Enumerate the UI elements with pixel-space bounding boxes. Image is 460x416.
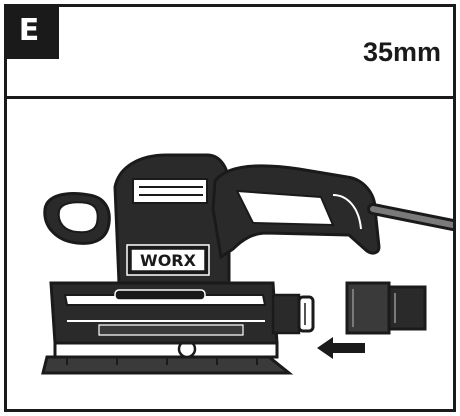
- step-label: E: [18, 13, 40, 48]
- step-badge: E: [7, 7, 59, 59]
- arrow-left-icon: [317, 337, 365, 359]
- dust-port: [271, 293, 315, 335]
- dust-adapter-icon: [345, 281, 427, 335]
- front-knob: [43, 192, 111, 245]
- panel-header: E 35mm: [7, 7, 453, 99]
- rear-handle: [211, 164, 381, 260]
- power-cord: [367, 203, 459, 231]
- sander-drawing: WORX: [41, 153, 459, 375]
- measurement-label: 35mm: [362, 37, 441, 67]
- sanding-pad: [41, 339, 294, 375]
- sander-illustration: WORX: [7, 99, 459, 409]
- lower-housing: [49, 281, 279, 345]
- instruction-panel: E 35mm: [4, 4, 459, 412]
- brand-logo: WORX: [140, 251, 197, 270]
- upper-body: [113, 153, 231, 285]
